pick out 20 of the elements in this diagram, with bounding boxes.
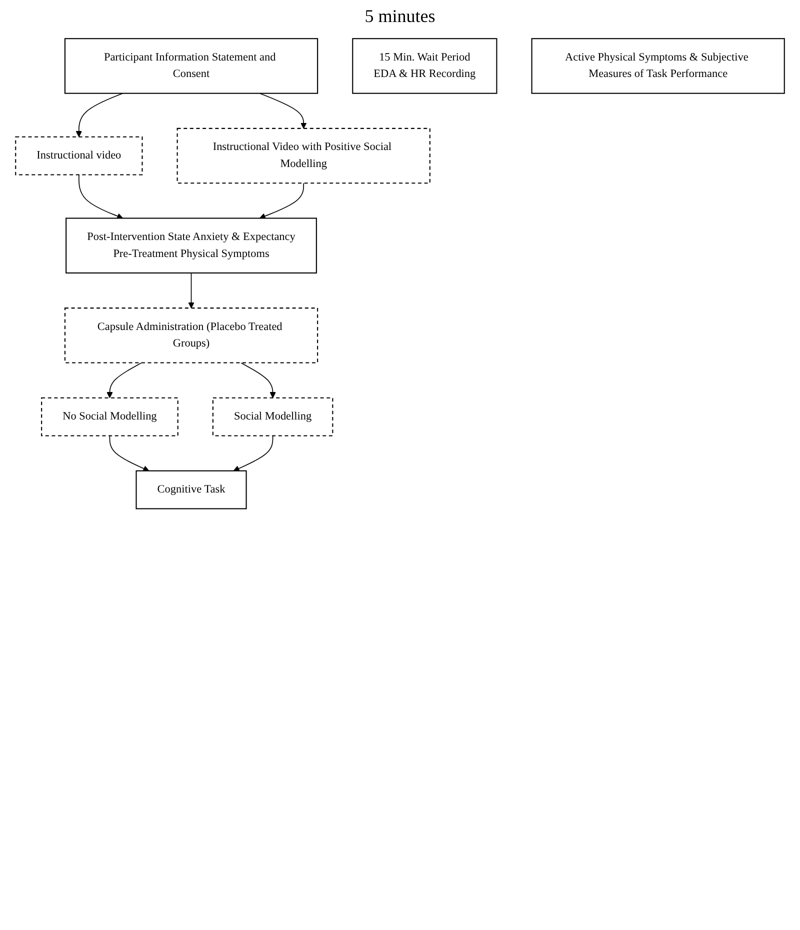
node-box: Active Physical Symptoms & Subjective Measures of Task Performance <box>531 38 785 94</box>
node-box: Social Modelling <box>212 397 334 436</box>
arrow <box>109 435 150 472</box>
arrow <box>240 362 276 398</box>
arrow <box>76 92 124 138</box>
arrow <box>188 272 194 308</box>
node-box: Participant Information Statement and Consent <box>64 38 318 94</box>
node-box: Instructional Video with Positive Social Modelling <box>176 128 430 184</box>
note-text: 5 minutes <box>364 6 436 27</box>
node-box: Capsule Administration (Placebo Treated Groups) <box>64 308 318 364</box>
arrow <box>259 92 307 129</box>
node-box: No Social Modelling <box>41 397 178 436</box>
arrow <box>259 182 304 220</box>
node-box: 15 Min. Wait Period EDA & HR Recording <box>352 38 498 94</box>
arrow <box>78 174 124 220</box>
arrow <box>106 362 142 398</box>
arrow <box>233 435 274 472</box>
node-box: Cognitive Task <box>136 470 247 510</box>
node-box: Post-Intervention State Anxiety & Expectancy Pre-Treatment Physical Symptoms <box>66 218 317 274</box>
node-box: Instructional video <box>15 136 143 176</box>
